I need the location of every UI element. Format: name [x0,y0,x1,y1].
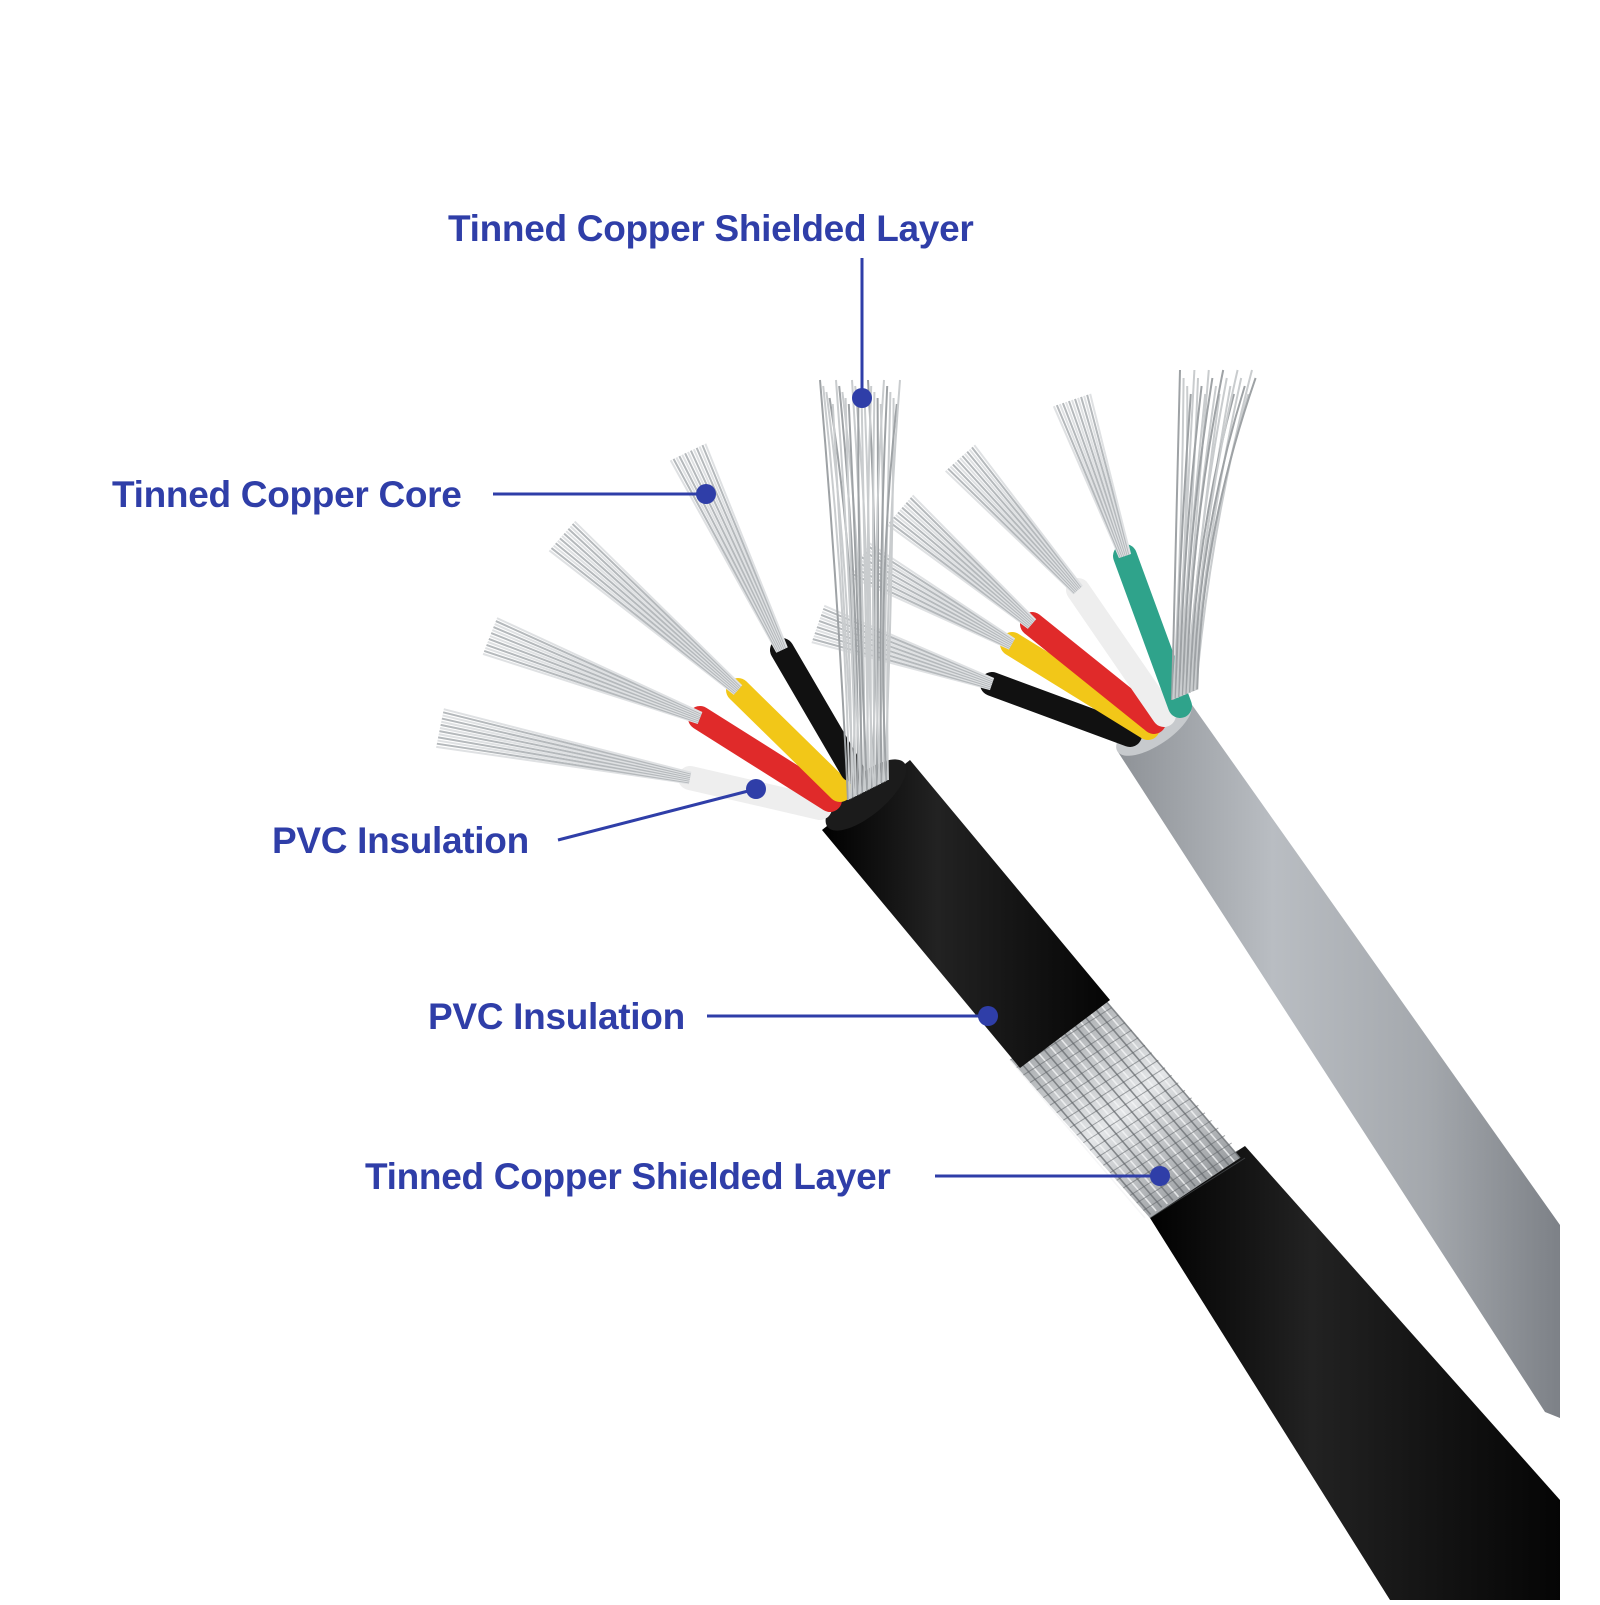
leader-dot-top-shield [852,388,872,408]
wire-yellow [548,520,852,802]
leader-dot-core [696,484,716,504]
label-copper-core: Tinned Copper Core [112,474,462,515]
black-jacket-lower [1145,1146,1560,1600]
label-outer-pvc-insulation: PVC Insulation [428,996,685,1037]
wire-green [1052,393,1192,718]
label-bottom-shielded-layer: Tinned Copper Shielded Layer [365,1156,891,1197]
label-top-shielded-layer: Tinned Copper Shielded Layer [448,208,974,249]
wire-red [482,617,842,812]
wire-red [886,494,1166,734]
braid-shield-section [1010,1000,1240,1218]
shield-strands [819,379,901,801]
leader-dot-bottom-shield [1150,1166,1170,1186]
leader-inner-ins [557,787,757,842]
wire-white [944,444,1176,727]
leader-dot-outer-ins [978,1006,998,1026]
leader-dot-inner-ins [746,779,766,799]
black-cable-wires [436,443,864,820]
gray-jacket [1118,702,1560,1418]
label-inner-pvc-insulation: PVC Insulation [272,820,529,861]
black-jacket-upper [822,760,1110,1068]
leader-lines [493,258,1170,1186]
